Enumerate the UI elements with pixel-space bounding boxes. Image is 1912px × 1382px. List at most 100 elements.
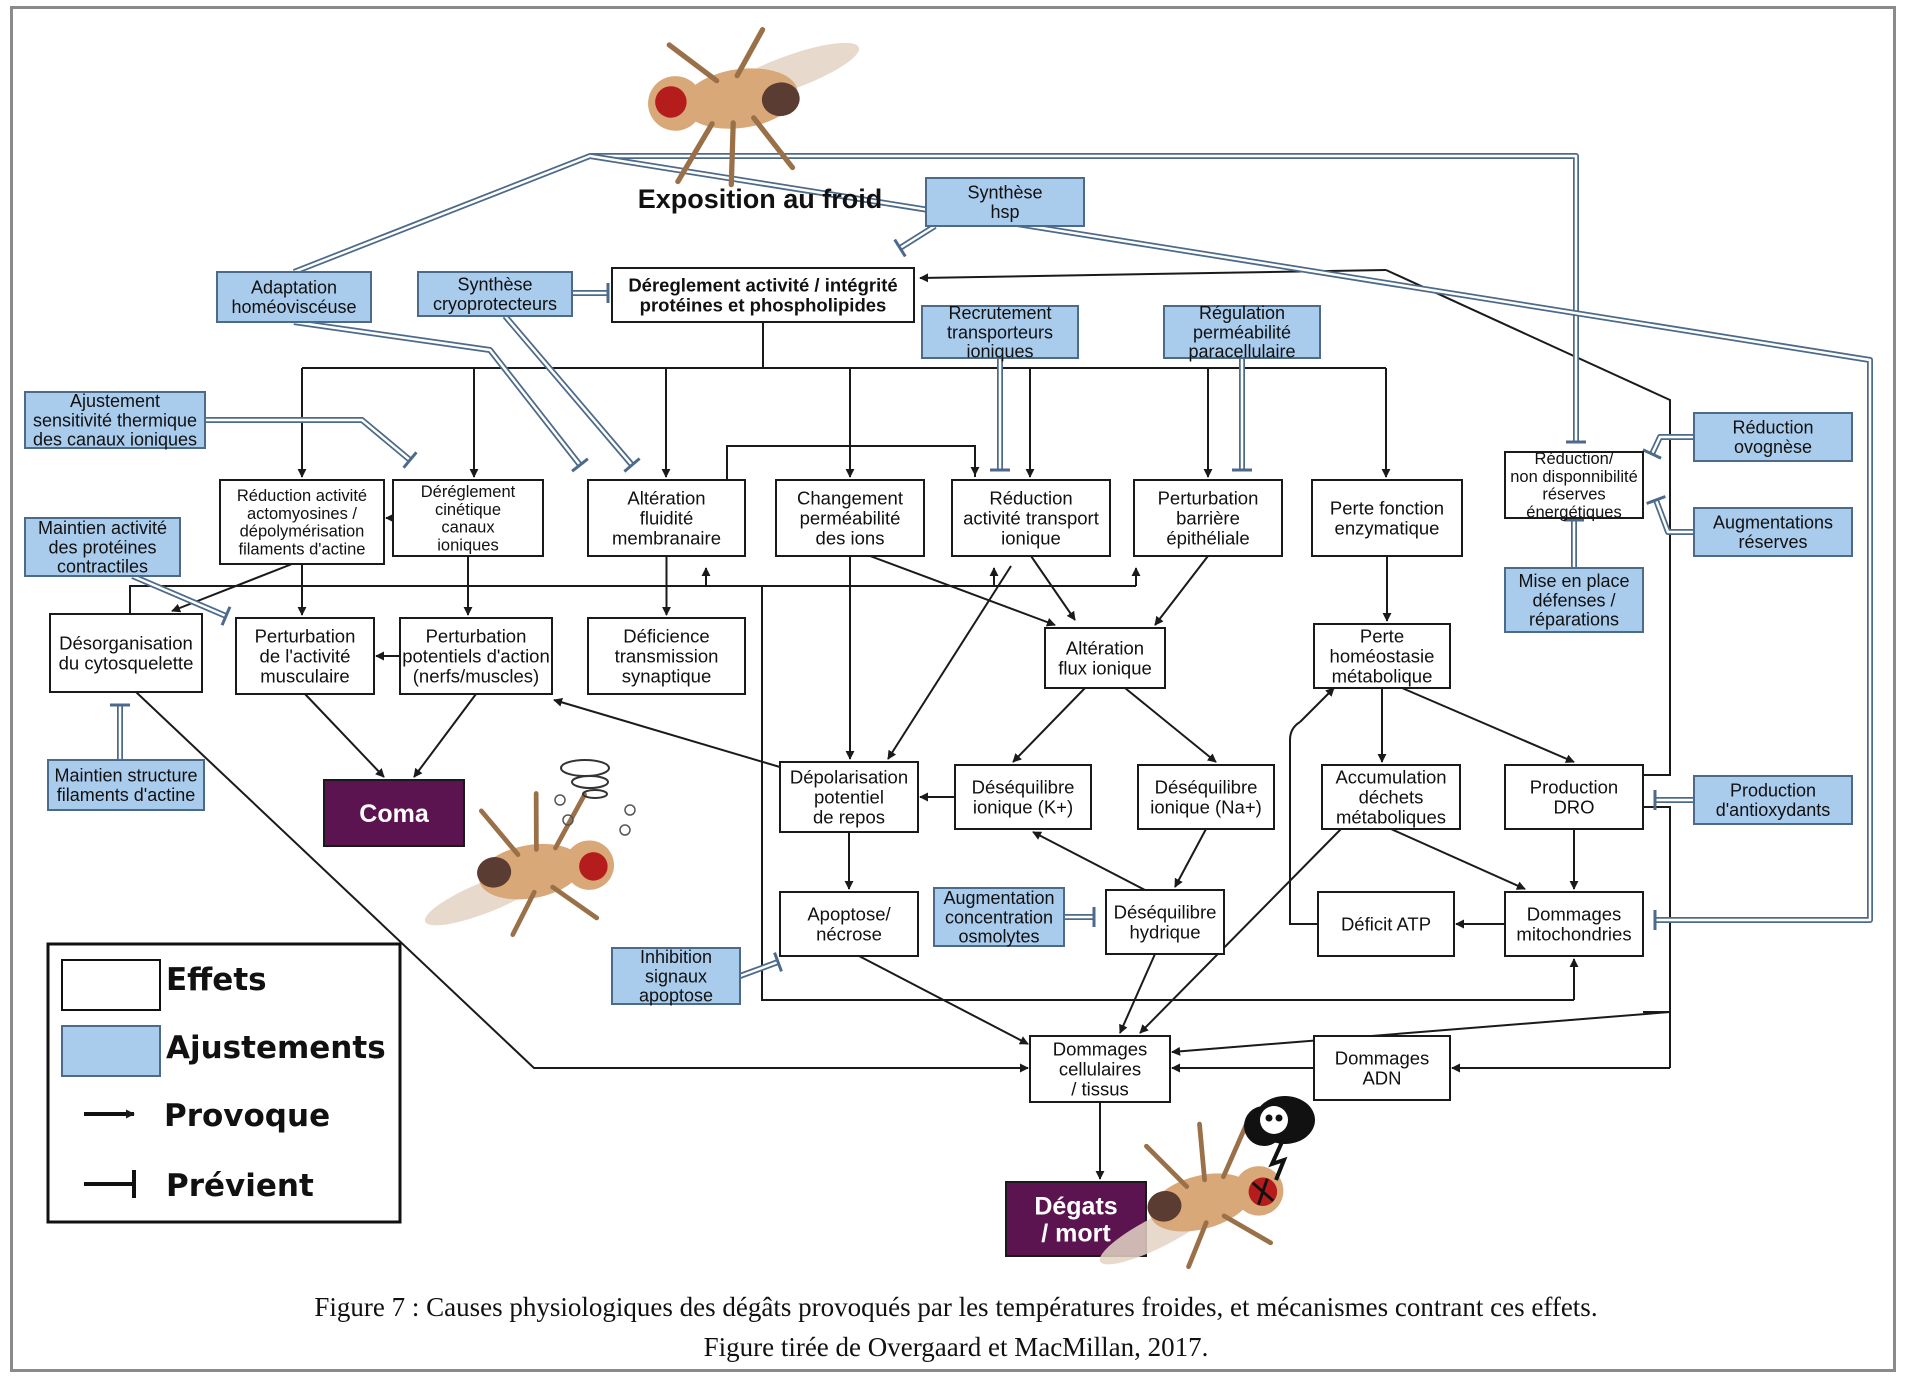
diagram-title: Exposition au froid [638,184,883,214]
node-deficit: Déficit ATP [1317,891,1455,957]
fly-dead-illustration [1099,1118,1284,1270]
node-label: Coma [359,800,430,828]
node-label: Dégats/ mort [1034,1192,1117,1247]
fly-coma-illustration [424,791,615,937]
legend-label-prevents: Prévient [166,1168,314,1204]
skull-icon [1244,1096,1315,1181]
legend-label-causes: Provoque [164,1098,330,1134]
legend-label-effects: Effets [166,962,267,998]
dizzy-swirl-icon [554,759,636,836]
legend-label-adjustments: Ajustements [166,1030,386,1066]
node-apopt: Apoptose/nécrose [779,891,919,957]
node-label: Déficit ATP [1341,913,1431,934]
figure-frame [10,6,1896,1372]
connector-lines [110,153,1873,1180]
fly-top-illustration [648,27,860,188]
caption-line-1: Figure 7 : Causes physiologiques des dég… [314,1292,1598,1322]
legend-effects-swatch [61,959,161,1011]
legend-adjust-swatch [61,1025,161,1077]
node-coma: Coma [323,779,465,847]
node-label: Apoptose/nécrose [807,903,891,944]
